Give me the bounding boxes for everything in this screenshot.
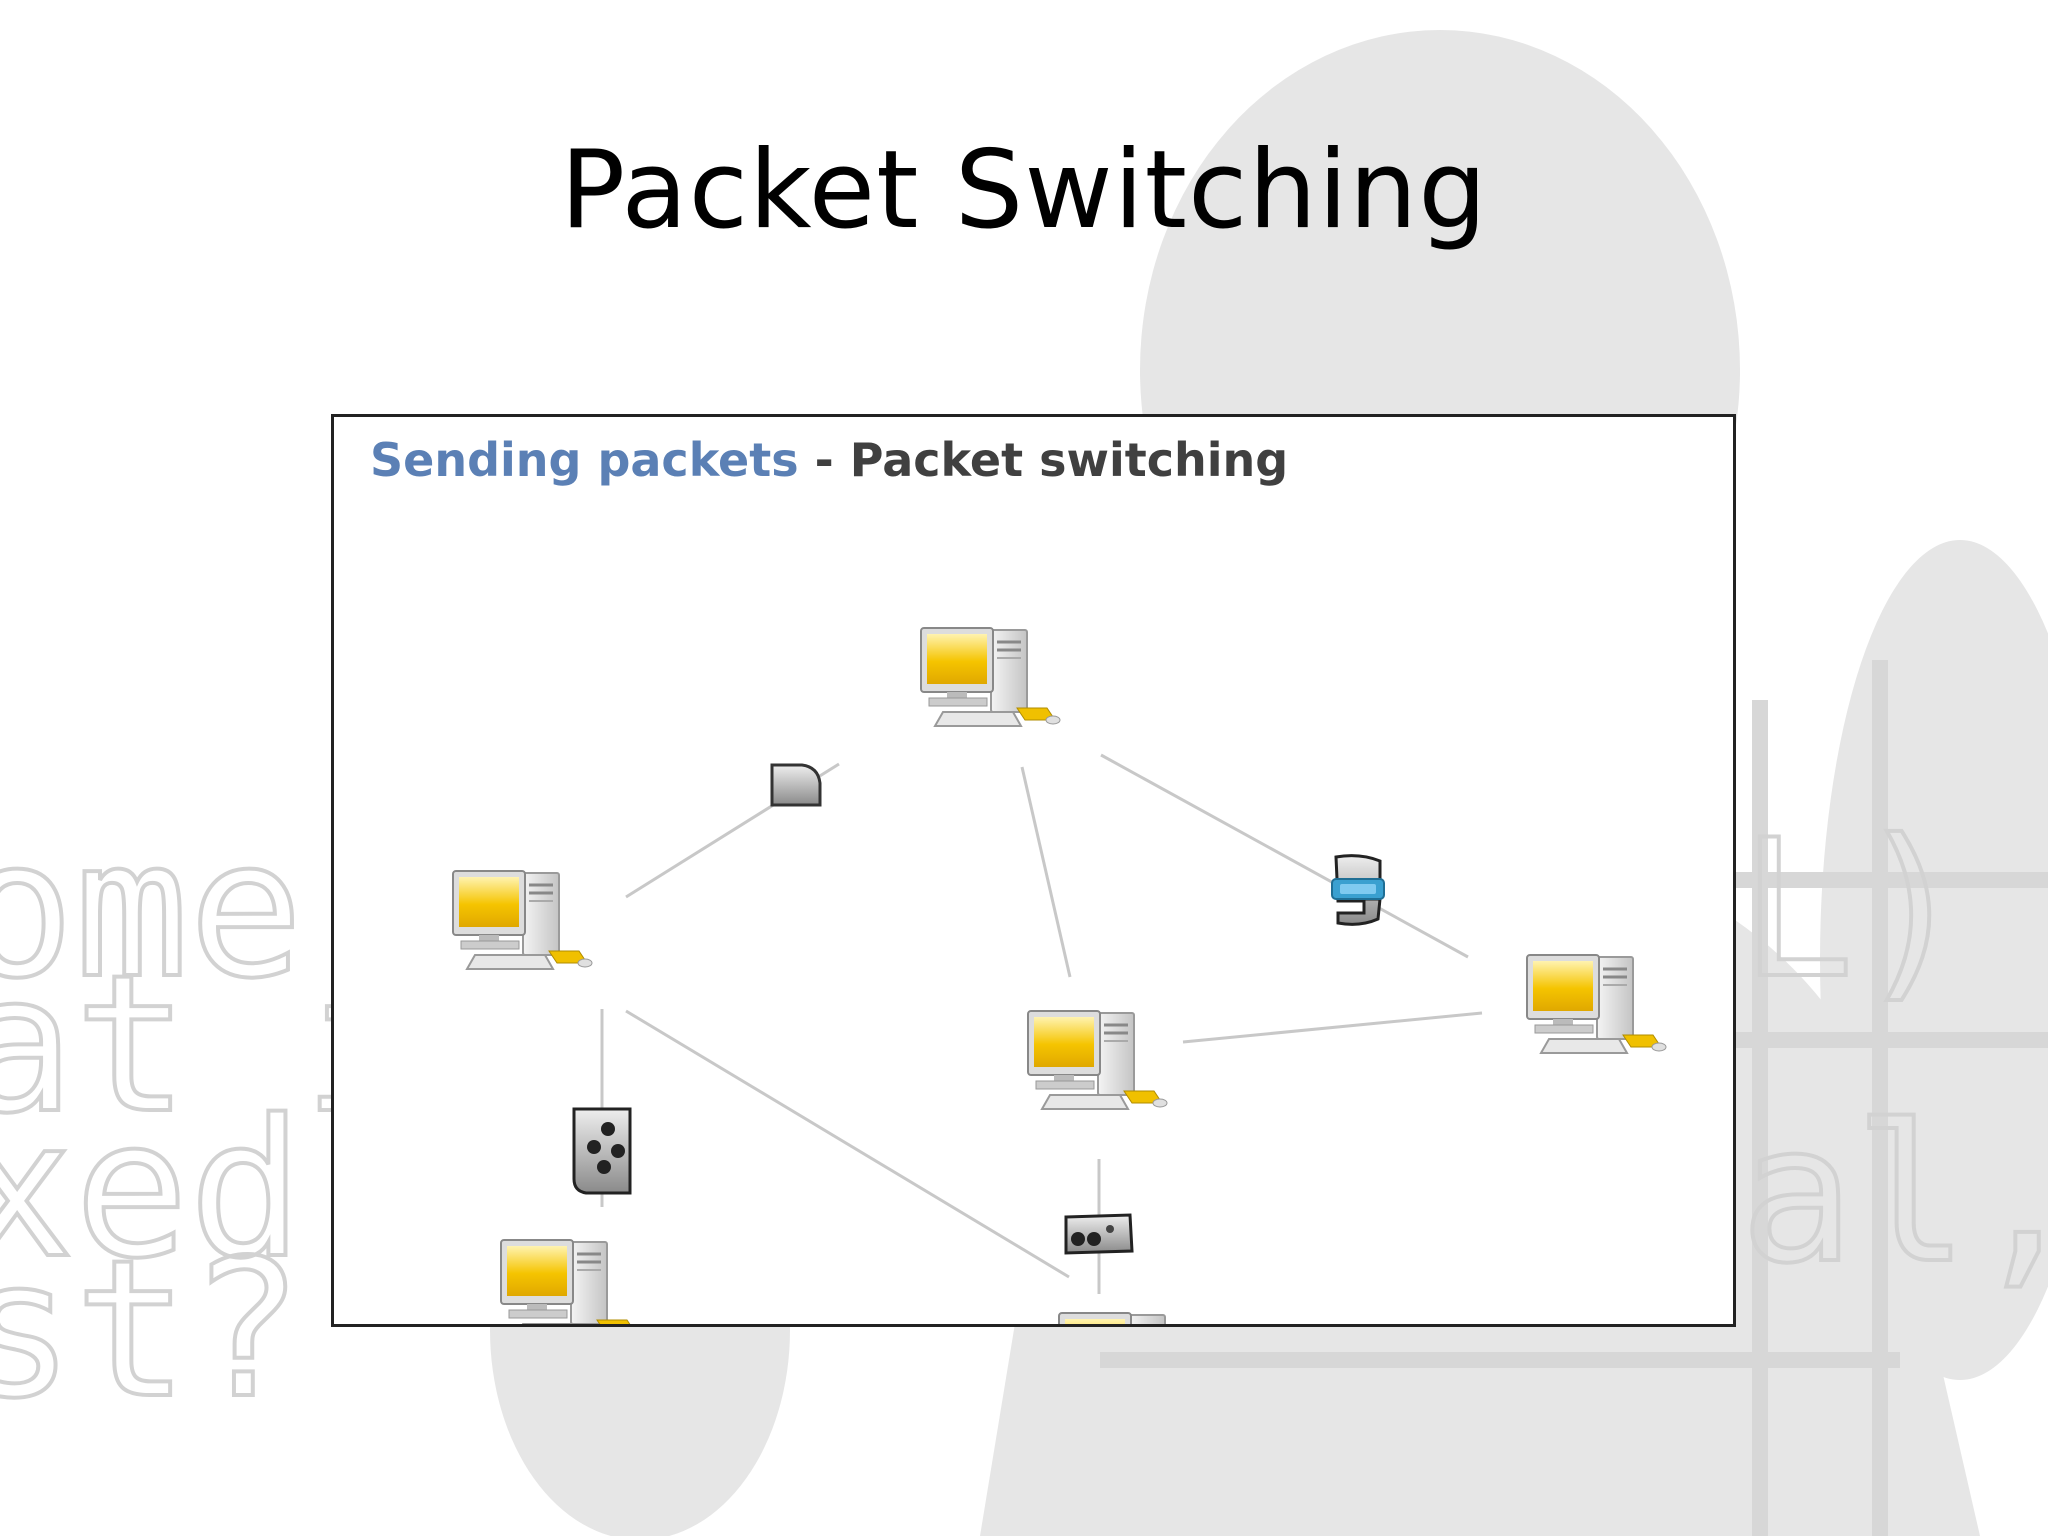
figure-heading-primary: Sending packets <box>370 433 799 487</box>
desktop-computer-icon <box>919 626 1062 728</box>
desktop-computer-icon <box>1026 1009 1169 1111</box>
desktop-computer-icon <box>1525 953 1668 1055</box>
figure-heading-separator: - <box>798 433 850 487</box>
video-packet-fragment-icon <box>1331 854 1385 926</box>
packet-fragment-icon <box>770 763 822 807</box>
slide-title: Packet Switching <box>560 128 1488 253</box>
desktop-computer-icon <box>499 1238 642 1324</box>
link-center-right <box>1182 1011 1483 1044</box>
desktop-computer-icon <box>1057 1311 1200 1324</box>
network-diagram <box>451 626 1668 1324</box>
svg-text:ome: ome <box>0 799 303 1020</box>
figure-heading-secondary: Packet switching <box>849 433 1289 487</box>
svg-text:st?: st? <box>0 1219 303 1440</box>
link-left-bottom-center <box>625 1009 1070 1279</box>
svg-text:L): L) <box>1740 799 1969 1020</box>
link-top-right <box>1100 753 1469 959</box>
desktop-computer-icon <box>451 869 594 971</box>
film-reel-packet-fragment-icon <box>1064 1213 1134 1255</box>
link-top-center <box>1020 766 1072 978</box>
film-reel-packet-fragment-icon <box>572 1107 632 1195</box>
svg-text:al,: al, <box>1740 1084 2048 1305</box>
figure-heading: Sending packets - Packet switching <box>370 433 1288 487</box>
packet-switching-figure: Sending packets - Packet switching <box>331 414 1736 1327</box>
